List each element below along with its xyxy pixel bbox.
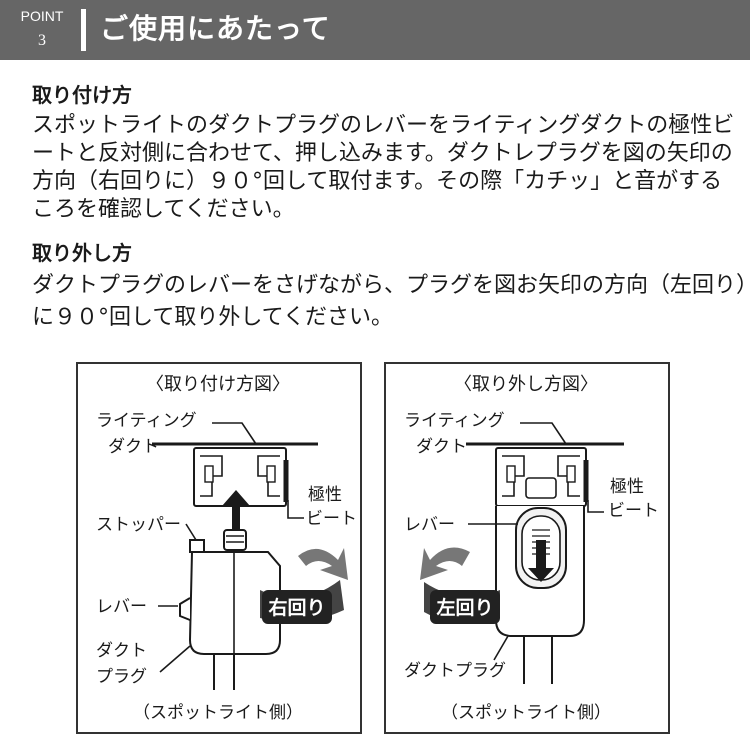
install-diagram-panel [76, 362, 362, 734]
label-duct: ダクト [108, 437, 159, 457]
header-divider [81, 9, 86, 51]
label-lever: レバー [404, 515, 455, 535]
duct-rail [495, 447, 589, 507]
label-beat: ビート [306, 509, 357, 529]
install-text-line: ートと反対側に合わせて、押し込みます。ダクトレプラグを図の矢印の [32, 141, 733, 166]
remove-text-line: ダクトプラグのレバーをさげながら、プラグを図お矢印の方向（左回り） [32, 273, 750, 298]
leader-beat [587, 500, 604, 513]
install-diagram-title: 〈取り付け方図〉 [146, 374, 290, 395]
install-heading: 取り付け方 [32, 83, 132, 107]
remove-footer: （スポットライト側） [441, 703, 611, 723]
install-text-line: 方向（右回りに）９０°回して取付ます。その際「カチッ」と音がする [32, 169, 723, 194]
leader-duct [212, 422, 257, 445]
remove-text-line: に９０°回して取り外してください。 [32, 305, 394, 330]
label-plug: ダクトプラグ [404, 661, 506, 681]
label-stopper: ストッパー [96, 515, 181, 535]
leader-plug [159, 645, 191, 673]
down-arrow-icon [528, 540, 554, 582]
up-arrow-icon [222, 490, 250, 530]
install-text-line: ころを確認してください。 [32, 197, 295, 222]
label-lighting: ライティング [404, 411, 505, 431]
remove-diagram: 〈取り外し方図〉 ライティング ダクト [404, 374, 659, 723]
label-duct: ダクト [416, 437, 467, 457]
rotation-badge [262, 590, 332, 624]
leader-beat [287, 500, 304, 519]
install-footer: （スポットライト側） [133, 703, 303, 723]
rotation-label-left: 左回り [436, 596, 493, 619]
label-polarity: 極性 [308, 485, 342, 505]
install-diagram: 〈取り付け方図〉 ライティング ダクト 極性 ビート ストッパー [96, 374, 357, 723]
label-plug-1: ダクト [96, 641, 147, 661]
label-plug-2: プラグ [96, 667, 147, 687]
label-lighting: ライティング [96, 411, 197, 431]
clockwise-arrow-icon [298, 548, 348, 580]
label-beat: ビート [608, 501, 659, 521]
point-label: POINT [20, 8, 64, 24]
duct-plug [179, 529, 281, 690]
label-polarity: 極性 [610, 477, 644, 497]
duct-plug [495, 506, 585, 684]
rotation-label-right: 右回り [267, 596, 325, 619]
rotation-badge [430, 590, 500, 624]
remove-heading: 取り外し方 [32, 241, 132, 265]
label-lever: レバー [96, 597, 147, 617]
install-text-line: スポットライトのダクトプラグのレバーをライティングダクトの極性ビ [32, 113, 735, 138]
page-title: ご使用にあたって [100, 12, 331, 45]
counterclockwise-arrow-icon [420, 547, 470, 580]
remove-diagram-title: 〈取り外し方図〉 [454, 374, 598, 395]
point-number: 3 [38, 32, 46, 49]
leader-stopper [185, 523, 197, 541]
leader-duct [520, 422, 567, 445]
leader-plug [493, 635, 509, 661]
header-bar: POINT 3 ご使用にあたって [0, 0, 750, 60]
